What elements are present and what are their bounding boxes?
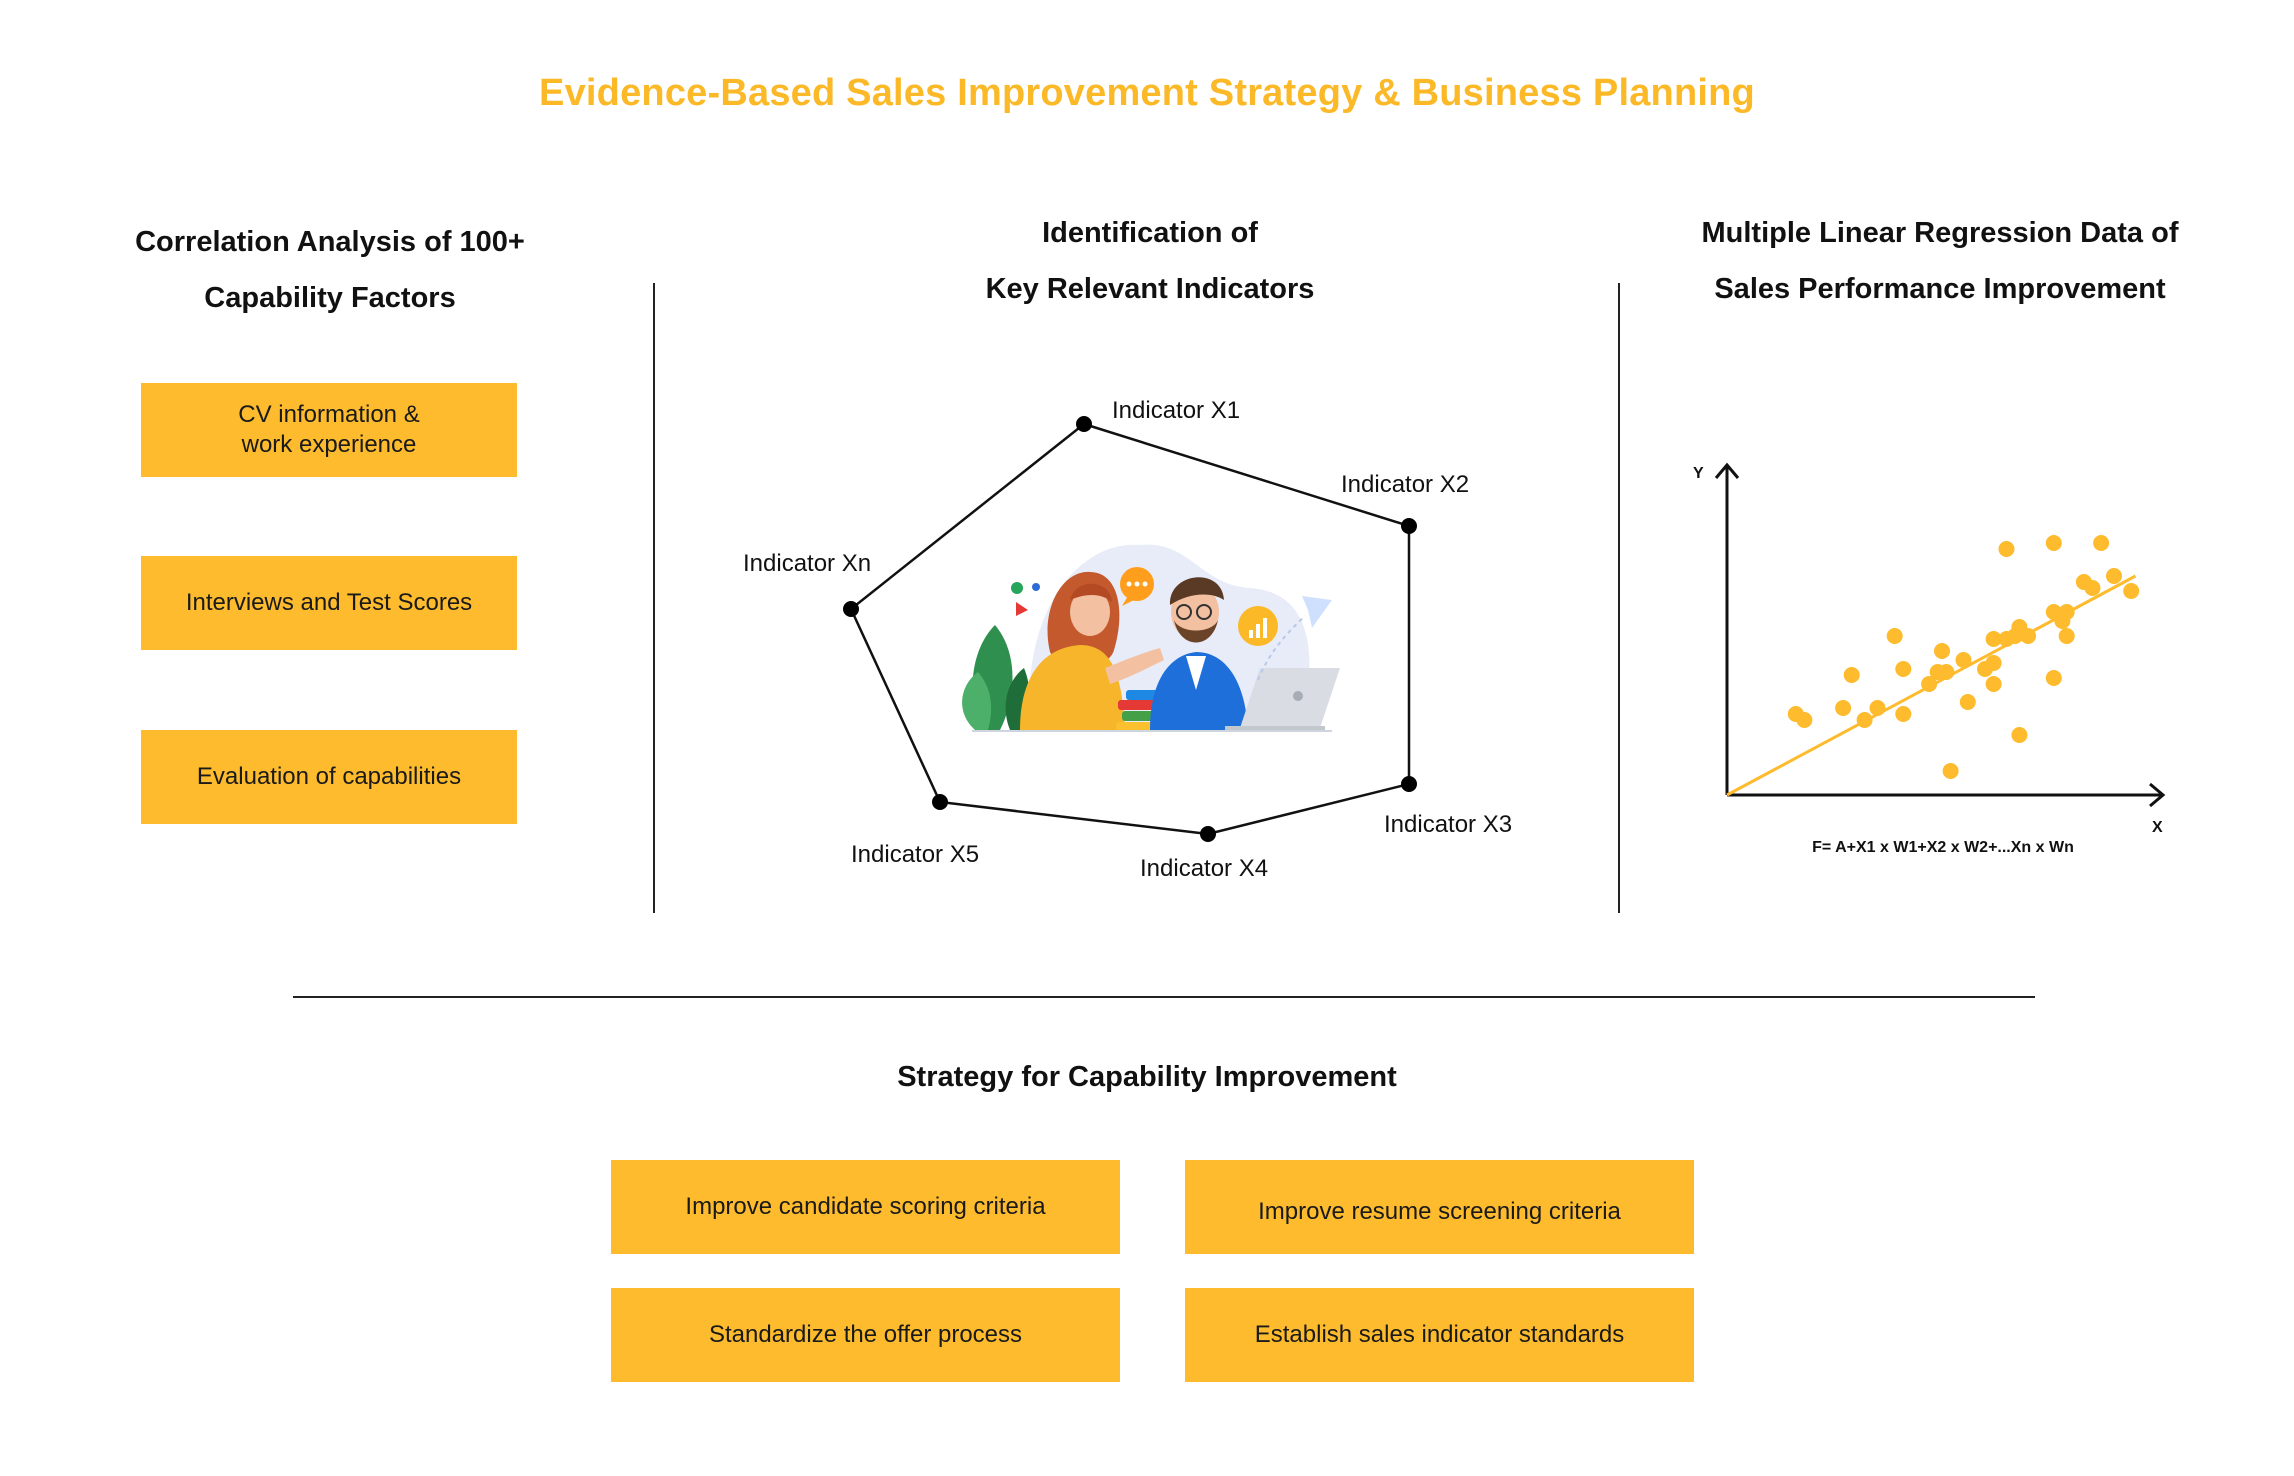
scatter-point [1998, 541, 2015, 557]
indicator-label-x5: Indicator X5 [851, 841, 979, 868]
divider-right [1618, 283, 1620, 913]
team-discussion-illustration [962, 544, 1340, 732]
scatter-point [1856, 712, 1873, 728]
regression-formula: F= A+X1 x W1+X2 x W2+...Xn x Wn [1812, 839, 2074, 856]
middle-heading-line-1: Identification of [1042, 217, 1258, 249]
indicator-label-x4: Indicator X4 [1140, 855, 1268, 882]
strategy-box-resume-screening-label: Improve resume screening criteria [1258, 1198, 1621, 1225]
strategy-box-offer-process-label: Standardize the offer process [708, 1321, 1023, 1348]
scatter-point [2084, 580, 2101, 596]
scatter-point [1921, 676, 1938, 692]
right-section-heading: Multiple Linear Regression Data of Sales… [1660, 205, 2220, 317]
scatter-point [1985, 631, 2002, 647]
scatter-point [1938, 664, 1955, 680]
indicator-label-x3: Indicator X3 [1384, 811, 1512, 838]
factor-box-interviews: Interviews and Test Scores [141, 556, 517, 650]
scatter-points-group [1787, 535, 2140, 779]
scatter-point [1895, 706, 1912, 722]
bottom-heading: Strategy for Capability Improvement [897, 1061, 1397, 1093]
horizontal-divider [293, 996, 2035, 998]
scatter-point [2058, 628, 2075, 644]
scatter-point [1955, 652, 1972, 668]
strategy-box-resume-screening: Improve resume screening criteria [1185, 1160, 1694, 1254]
strategy-box-sales-indicator: Establish sales indicator standards [1185, 1288, 1694, 1382]
factor-box-cv: CV information & work experience [141, 383, 517, 477]
factor-box-cv-label: CV information & work experience [238, 401, 420, 458]
scatter-point [1985, 676, 2002, 692]
scatter-point [2123, 583, 2140, 599]
strategy-box-offer-process: Standardize the offer process [611, 1288, 1120, 1382]
left-section-heading: Correlation Analysis of 100+ Capability … [80, 214, 580, 326]
strategy-box-candidate-scoring-label: Improve candidate scoring criteria [685, 1193, 1046, 1220]
factor-box-evaluation: Evaluation of capabilities [141, 730, 517, 824]
indicator-node-x1 [1076, 416, 1092, 432]
scatter-point [2106, 568, 2122, 584]
strategy-box-sales-indicator-label: Establish sales indicator standards [1254, 1321, 1625, 1348]
scatter-point [1843, 667, 1860, 683]
y-axis-label: Y [1693, 465, 1704, 482]
scatter-point [1895, 661, 1912, 677]
page-title: Evidence-Based Sales Improvement Strateg… [539, 72, 1755, 114]
left-heading-line-2: Capability Factors [204, 282, 456, 314]
indicator-node-x4 [1200, 826, 1216, 842]
indicator-node-x5 [932, 794, 948, 810]
scatter-point [1959, 694, 1976, 710]
indicator-node-x3 [1401, 776, 1417, 792]
scatter-point [2020, 628, 2036, 644]
scatter-point [1796, 712, 1813, 728]
scatter-point [2093, 535, 2110, 551]
factor-box-interviews-label: Interviews and Test Scores [185, 589, 473, 616]
scatter-point [2045, 670, 2062, 686]
indicator-node-xn [843, 601, 859, 617]
scatter-point [1869, 700, 1886, 716]
indicator-node-x2 [1401, 518, 1417, 534]
scatter-point [2058, 604, 2075, 620]
middle-section-heading: Identification of Key Relevant Indicator… [880, 205, 1420, 317]
scatter-point [2045, 535, 2062, 551]
divider-left [653, 283, 655, 913]
scatter-point [2011, 727, 2028, 743]
right-heading-line-2: Sales Performance Improvement [1714, 273, 2166, 305]
x-axis-label: X [2152, 819, 2163, 836]
scatter-point [1942, 763, 1959, 779]
strategy-box-candidate-scoring: Improve candidate scoring criteria [611, 1160, 1120, 1254]
bottom-section-heading: Strategy for Capability Improvement [0, 1049, 2294, 1105]
scatter-point [1934, 643, 1950, 659]
y-axis-arrow [1714, 462, 1740, 479]
indicator-label-x2: Indicator X2 [1341, 471, 1469, 498]
indicator-label-x1: Indicator X1 [1112, 397, 1240, 424]
indicator-label-xn: Indicator Xn [743, 550, 871, 577]
middle-heading-line-2: Key Relevant Indicators [985, 273, 1315, 305]
factor-box-evaluation-label: Evaluation of capabilities [196, 763, 462, 790]
x-axis-arrow [2149, 782, 2166, 808]
right-heading-line-1: Multiple Linear Regression Data of [1701, 217, 2179, 249]
scatter-point [1835, 700, 1852, 716]
scatter-point [1886, 628, 1903, 644]
scatter-point [1985, 655, 2002, 671]
left-heading-line-1: Correlation Analysis of 100+ [135, 226, 525, 258]
